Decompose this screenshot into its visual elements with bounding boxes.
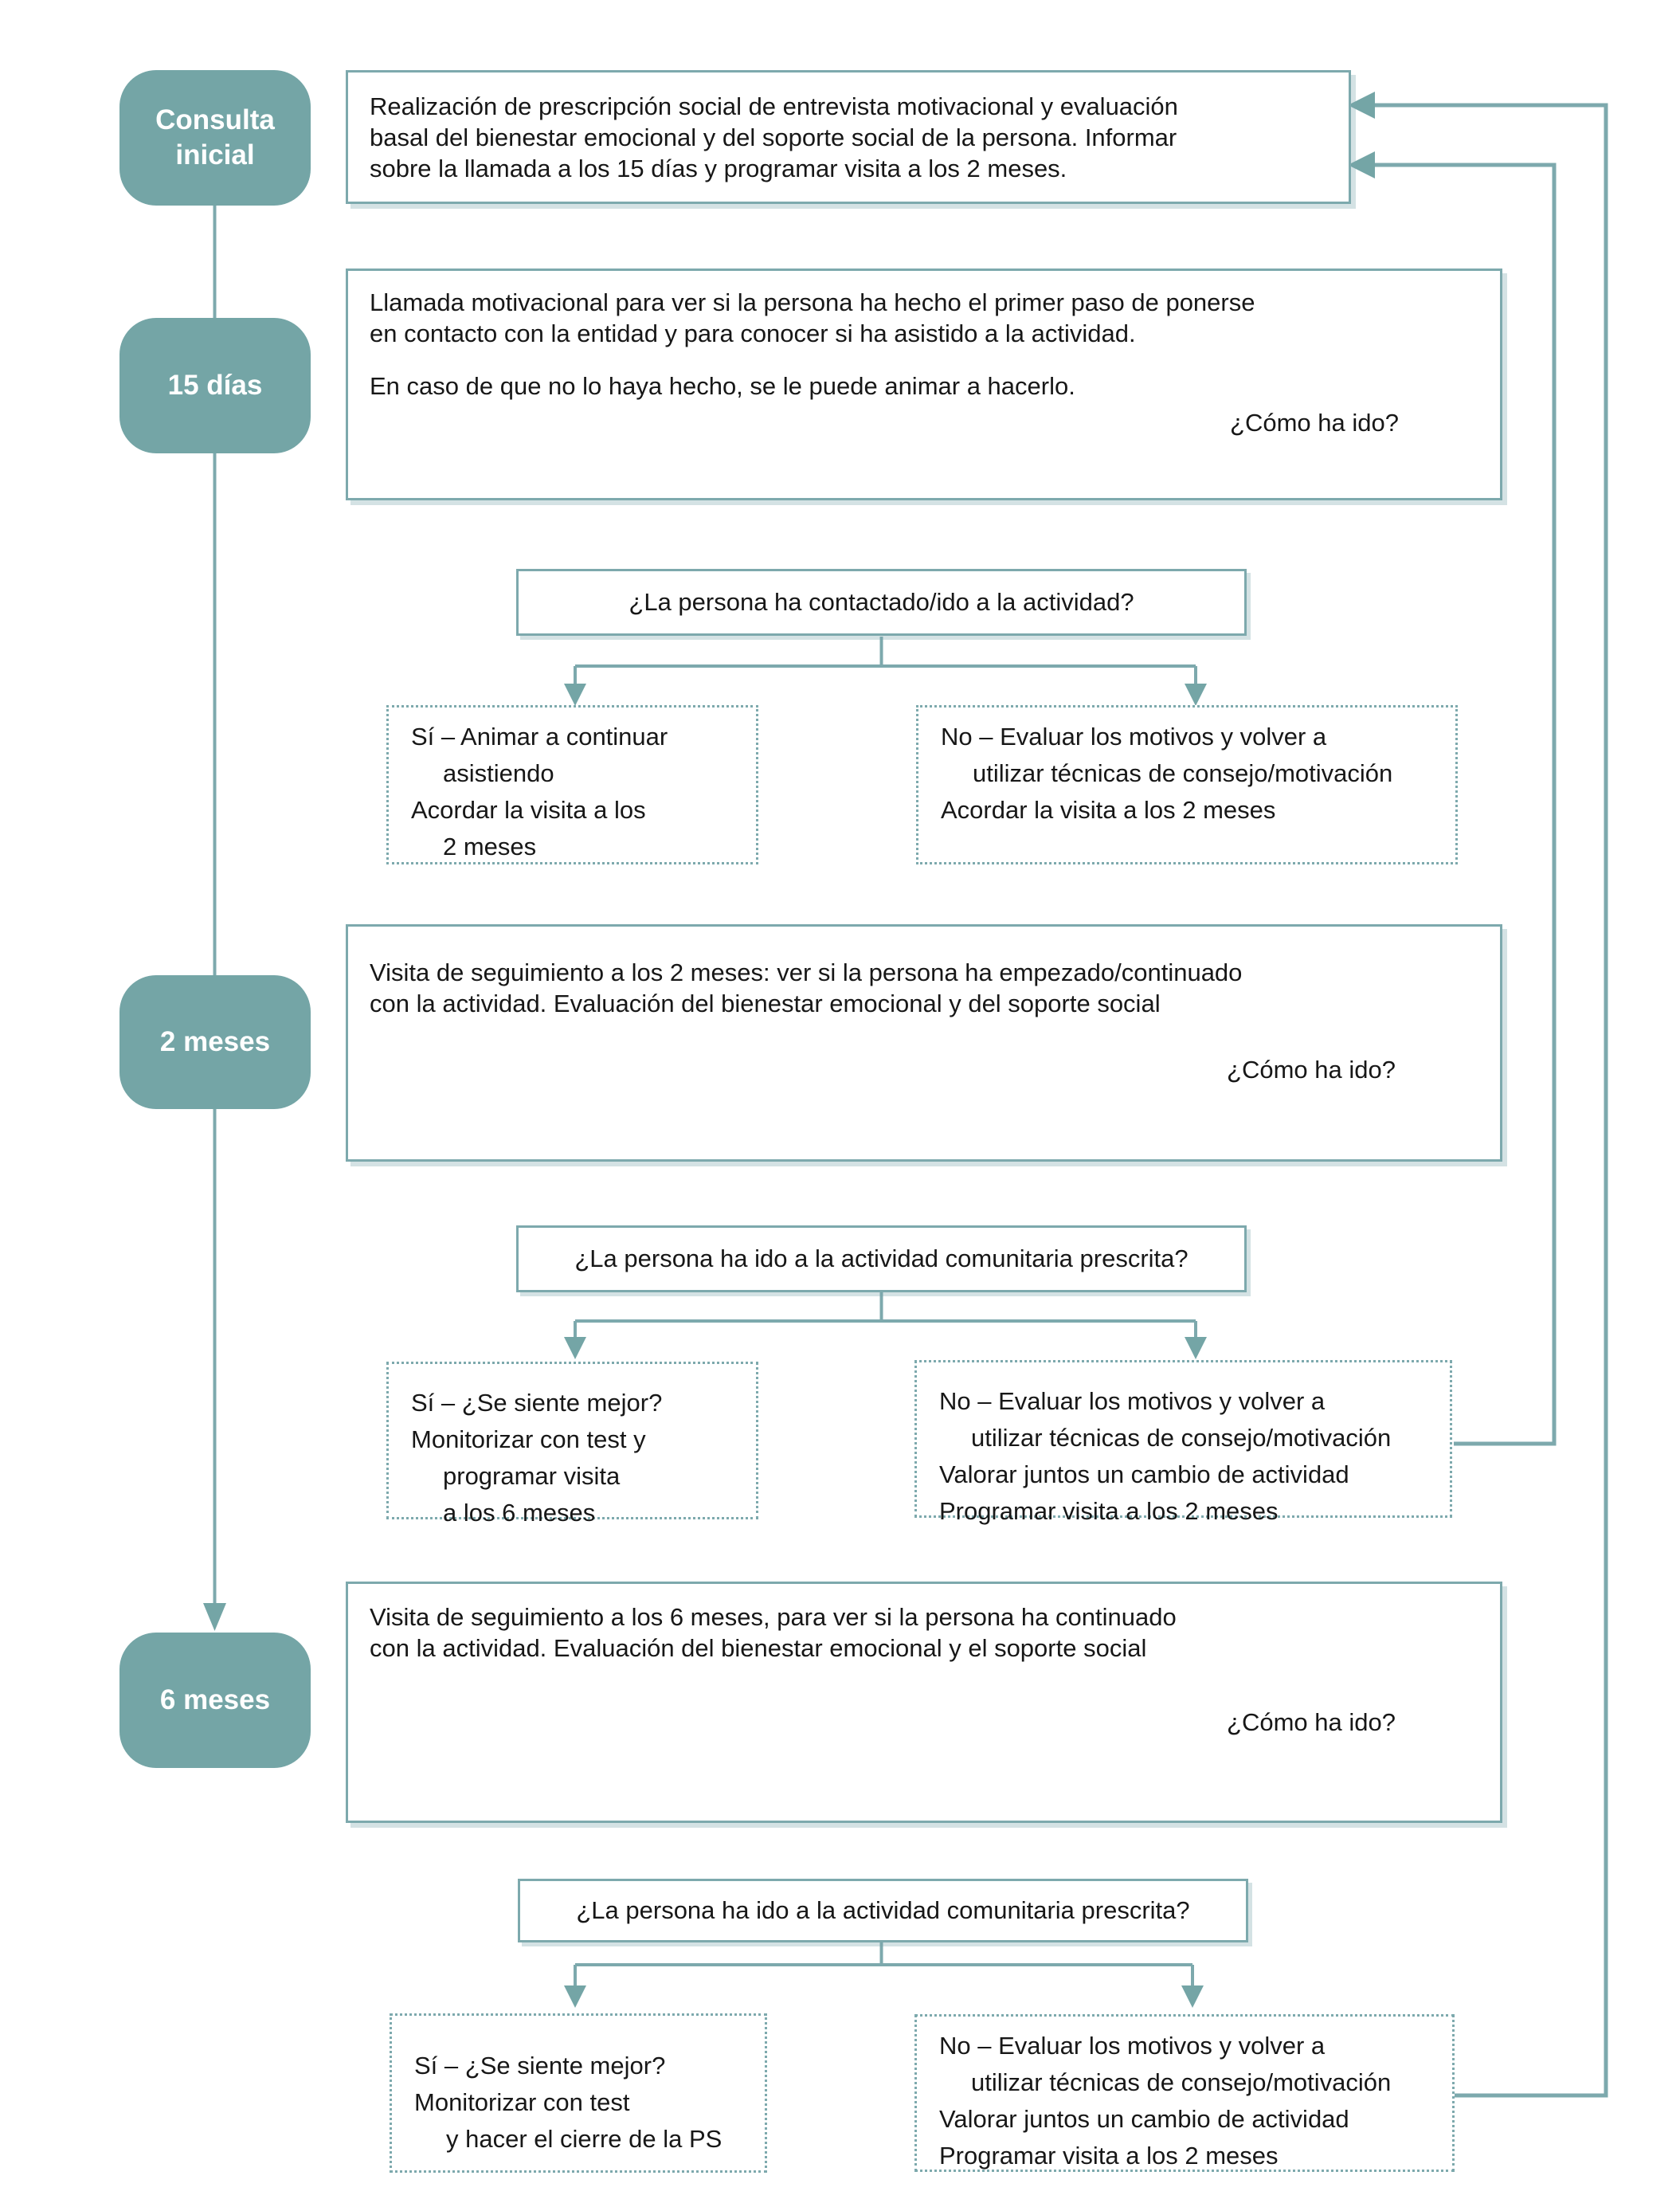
speech-bubble-label: ¿Cómo ha ido? — [1227, 1708, 1396, 1736]
decision1-yes-arrowhead-icon — [564, 684, 586, 706]
outcome-box-yes-2-months: Sí – ¿Se siente mejor? Monitorizar con t… — [386, 1362, 758, 1527]
timeline-item-6-meses: 6 meses — [119, 1633, 311, 1768]
outcome-line: Programar visita a los 2 meses — [939, 2142, 1279, 2170]
feedback-arrowhead-6months-icon — [1348, 92, 1375, 119]
feedback-arrowhead-2months-icon — [1348, 151, 1375, 178]
outcome-line: Acordar la visita a los 2 meses — [941, 796, 1276, 824]
decision-box-attended-activity-6m: ¿La persona ha ido a la actividad comuni… — [518, 1879, 1248, 1942]
outcome-line: utilizar técnicas de consejo/motivación — [971, 1424, 1392, 1452]
decision2-no-arrowhead-icon — [1185, 1337, 1207, 1359]
decision-box-contacted-activity: ¿La persona ha contactado/ido a la activ… — [516, 569, 1247, 636]
outcome-line: y hacer el cierre de la PS — [446, 2125, 723, 2153]
outcome-line: utilizar técnicas de consejo/motivación — [973, 759, 1393, 787]
step-box-2-months-visit: Visita de seguimiento a los 2 meses: ver… — [346, 924, 1502, 1162]
outcome-line: 2 meses — [443, 833, 537, 860]
step-text: En caso de que no lo haya hecho, se le p… — [370, 372, 1075, 400]
outcome-line: No – Evaluar los motivos y volver a — [939, 1387, 1326, 1415]
outcome-line: No – Evaluar los motivos y volver a — [941, 723, 1327, 751]
outcome-line: utilizar técnicas de consejo/motivación — [971, 2068, 1392, 2096]
outcome-box-no-15-days: No – Evaluar los motivos y volver a util… — [916, 705, 1458, 864]
decision3-yes-arrowhead-icon — [564, 1985, 586, 2008]
step-box-15-days-call: Llamada motivacional para ver si la pers… — [346, 269, 1502, 500]
step-text: Realización de prescripción social de en… — [370, 92, 1178, 182]
speech-bubble-label: ¿Cómo ha ido? — [1230, 409, 1399, 437]
feedback-line-2months — [1372, 163, 1557, 1446]
outcome-box-no-2-months: No – Evaluar los motivos y volver a util… — [914, 1360, 1452, 1525]
decision-box-attended-activity-2m: ¿La persona ha ido a la actividad comuni… — [516, 1225, 1247, 1292]
outcome-line: asistiendo — [443, 759, 554, 787]
outcome-line: Acordar la visita a los — [411, 796, 646, 824]
outcome-line: Sí – ¿Se siente mejor? — [411, 1389, 663, 1417]
decision3-split-line — [574, 1942, 1194, 1985]
timeline-item-15-dias: 15 días — [119, 318, 311, 453]
step-text: Llamada motivacional para ver si la pers… — [370, 288, 1255, 347]
step-text: Visita de seguimiento a los 2 meses: ver… — [370, 958, 1243, 1017]
decision2-yes-arrowhead-icon — [564, 1337, 586, 1359]
outcome-line: Programar visita a los 2 meses — [939, 1497, 1279, 1525]
timeline-arrowhead-down-icon — [203, 1603, 226, 1631]
outcome-line: Monitorizar con test — [414, 2088, 630, 2116]
outcome-line: Monitorizar con test y — [411, 1425, 646, 1453]
decision1-split-line — [574, 637, 1197, 684]
decision1-no-arrowhead-icon — [1185, 684, 1207, 706]
outcome-box-yes-6-months: Sí – ¿Se siente mejor? Monitorizar con t… — [390, 2013, 767, 2173]
outcome-line: Sí – Animar a continuar — [411, 723, 668, 751]
outcome-box-no-6-months: No – Evaluar los motivos y volver a util… — [914, 2014, 1455, 2172]
timeline-item-2-meses: 2 meses — [119, 975, 311, 1109]
speech-bubble-label: ¿Cómo ha ido? — [1227, 1056, 1396, 1084]
outcome-line: programar visita — [443, 1462, 621, 1490]
feedback-line-6months — [1372, 103, 1608, 2098]
outcome-line: a los 6 meses — [443, 1499, 596, 1527]
outcome-box-yes-15-days: Sí – Animar a continuar asistiendo Acord… — [386, 705, 758, 864]
outcome-line: No – Evaluar los motivos y volver a — [939, 2032, 1326, 2060]
timeline-item-consulta-inicial: Consulta inicial — [119, 70, 311, 206]
step-text: Visita de seguimiento a los 6 meses, par… — [370, 1603, 1177, 1662]
decision3-no-arrowhead-icon — [1181, 1985, 1204, 2008]
step-box-initial-consultation: Realización de prescripción social de en… — [346, 70, 1351, 204]
outcome-line: Valorar juntos un cambio de actividad — [939, 2105, 1349, 2133]
decision2-split-line — [574, 1292, 1197, 1337]
outcome-line: Sí – ¿Se siente mejor? — [414, 2052, 666, 2080]
step-box-6-months-visit: Visita de seguimiento a los 6 meses, par… — [346, 1582, 1502, 1823]
outcome-line: Valorar juntos un cambio de actividad — [939, 1460, 1349, 1488]
